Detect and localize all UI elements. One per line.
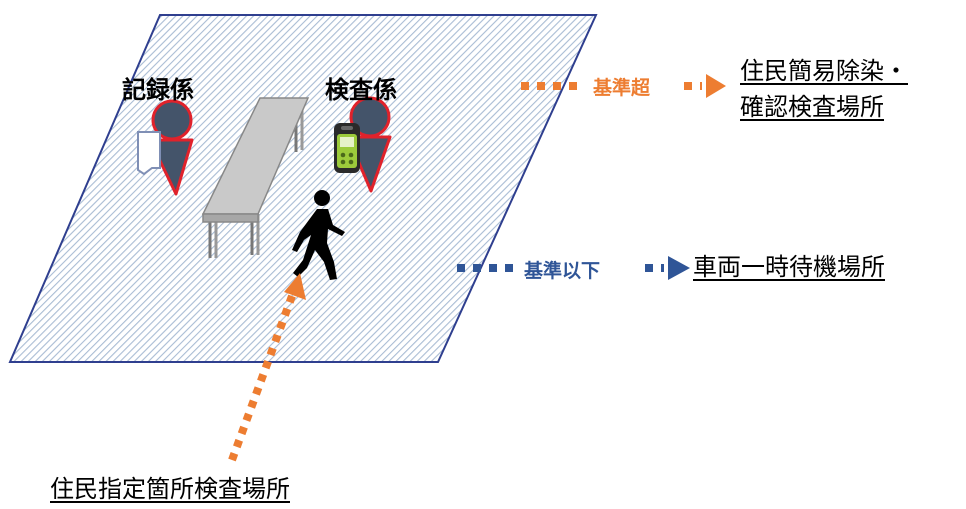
under-standard-label: 基準以下 — [524, 260, 601, 282]
inspection-floor-area — [8, 14, 598, 363]
over-standard-label: 基準超 — [593, 77, 651, 99]
origin-place-label: 住民指定箇所検査場所 — [50, 475, 290, 503]
over-standard-arrow — [521, 74, 726, 98]
under-standard-arrow — [457, 256, 690, 280]
walking-person-icon — [292, 190, 345, 280]
survey-meter-icon — [334, 123, 360, 173]
table-icon — [201, 97, 310, 258]
record-sheet-icon — [137, 131, 161, 176]
entry-arrow — [228, 273, 306, 462]
decontamination-place-line1: 住民簡易除染・ — [740, 57, 908, 85]
inspector-label: 検査係 — [325, 76, 397, 104]
decontamination-place-line2: 確認検査場所 — [740, 93, 884, 121]
vehicle-waiting-place-label: 車両一時待機場所 — [693, 253, 885, 281]
recorder-label: 記録係 — [122, 76, 194, 104]
